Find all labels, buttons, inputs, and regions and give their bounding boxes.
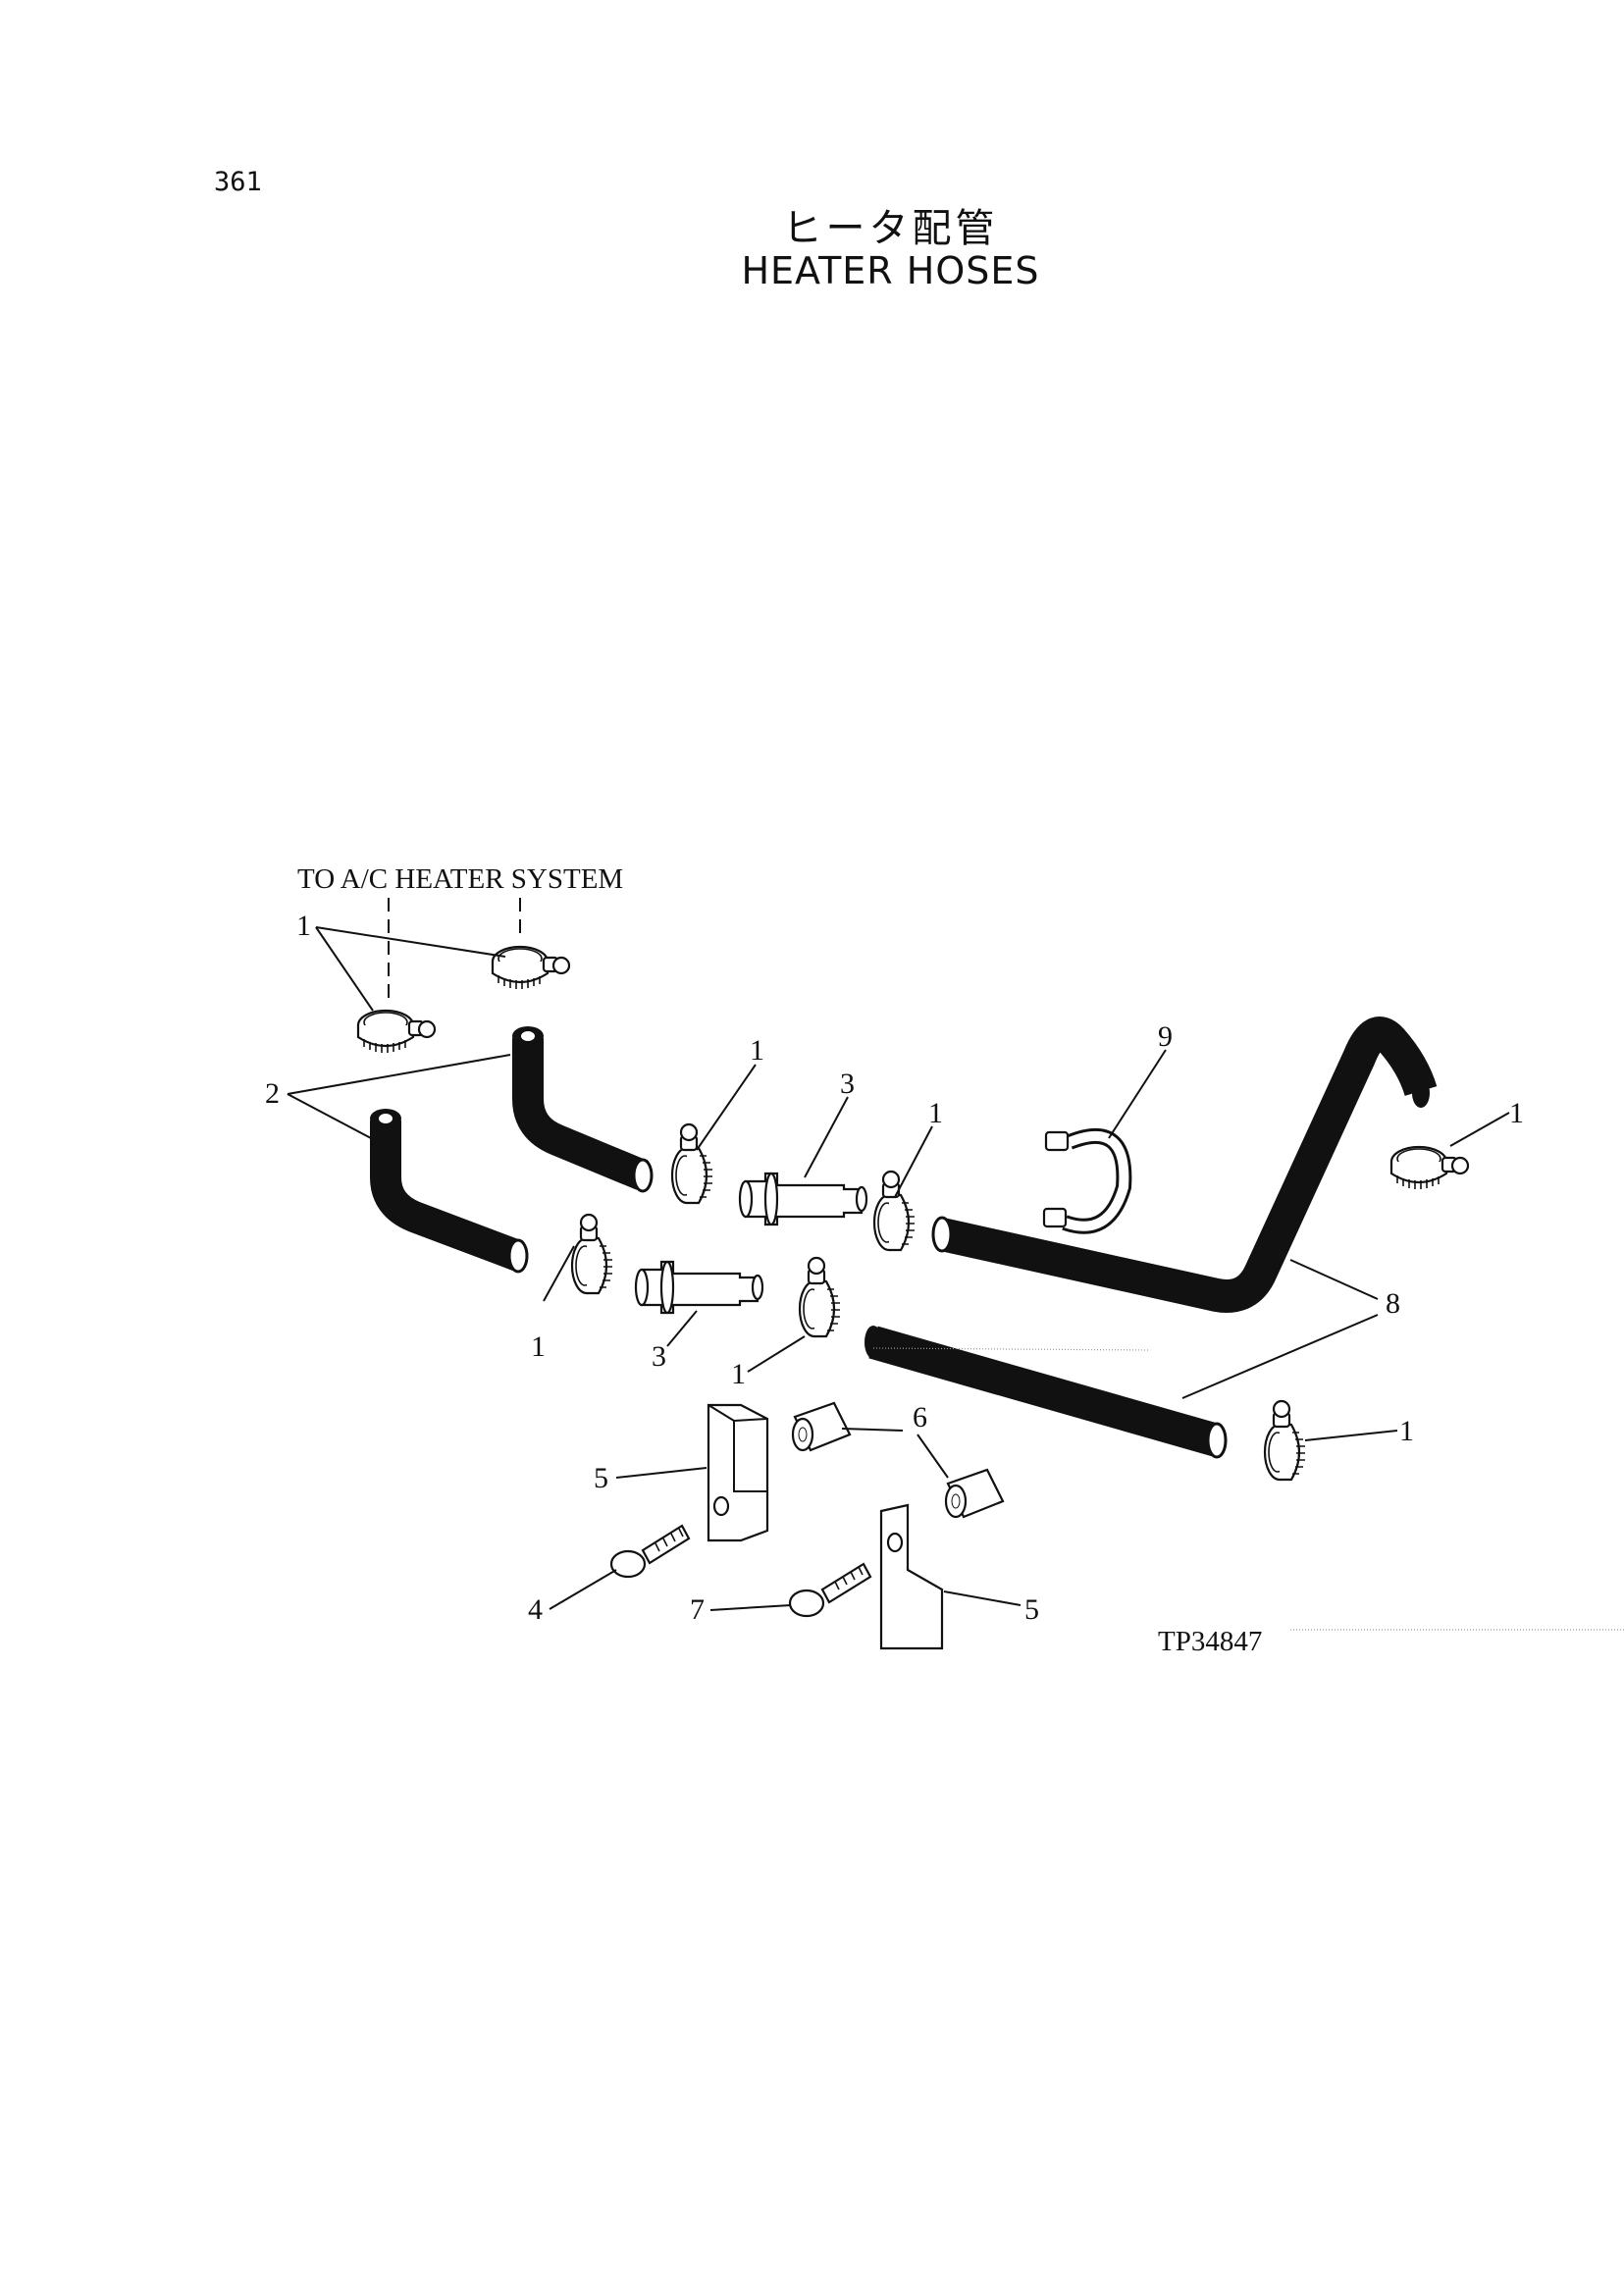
callout-1-right: 1: [1509, 1097, 1524, 1129]
callout-3-bottom: 3: [652, 1340, 666, 1373]
figure-id: TP34847: [1158, 1626, 1262, 1657]
hose-clamp-right-lower: [1263, 1399, 1307, 1482]
page-number: 361: [214, 167, 262, 197]
hose-clamp-right-upper: [1389, 1145, 1470, 1191]
callout-8: 8: [1386, 1287, 1400, 1320]
bracket-left: [707, 1403, 769, 1542]
callout-5-left: 5: [594, 1462, 608, 1494]
elbow-hose-lower: [370, 1121, 524, 1271]
hose-clamp-top-left: [356, 1009, 437, 1055]
callout-5-right: 5: [1024, 1593, 1039, 1626]
callout-1-top: 1: [296, 910, 311, 942]
title-japanese: ヒータ配管: [782, 206, 999, 251]
callout-2: 2: [265, 1077, 280, 1110]
callout-7: 7: [690, 1593, 705, 1626]
title-english: HEATER HOSES: [741, 249, 1040, 292]
callout-4: 4: [528, 1593, 543, 1626]
callout-3-top: 3: [840, 1068, 855, 1100]
hose-clamp-mid-lower-right: [798, 1256, 842, 1338]
long-hose-lower: [868, 1326, 1222, 1457]
callout-6: 6: [913, 1401, 927, 1434]
bolt-7: [788, 1562, 872, 1618]
bolt-4: [609, 1524, 691, 1579]
callout-9: 9: [1158, 1020, 1173, 1053]
spacer-right: [944, 1468, 1005, 1519]
spacer-left: [791, 1401, 852, 1452]
callout-1-lower-right: 1: [1399, 1415, 1414, 1447]
callout-1-lower-mid: 1: [731, 1358, 746, 1390]
hose-clamp-mid-upper-right: [872, 1170, 917, 1252]
callout-1-mid2: 1: [928, 1097, 943, 1129]
connector-lower: [634, 1260, 764, 1315]
callout-1-mid: 1: [750, 1034, 764, 1067]
callout-1-lower-left: 1: [531, 1330, 546, 1363]
connector-upper: [738, 1172, 868, 1226]
hose-clamp-top-right: [491, 945, 571, 991]
long-hose-upper: [938, 1017, 1438, 1313]
heater-system-note: TO A/C HEATER SYSTEM: [297, 863, 623, 895]
elbow-hose-upper: [512, 1038, 650, 1190]
hose-clamp-mid-lower-left: [570, 1213, 614, 1295]
bracket-right: [879, 1503, 944, 1650]
